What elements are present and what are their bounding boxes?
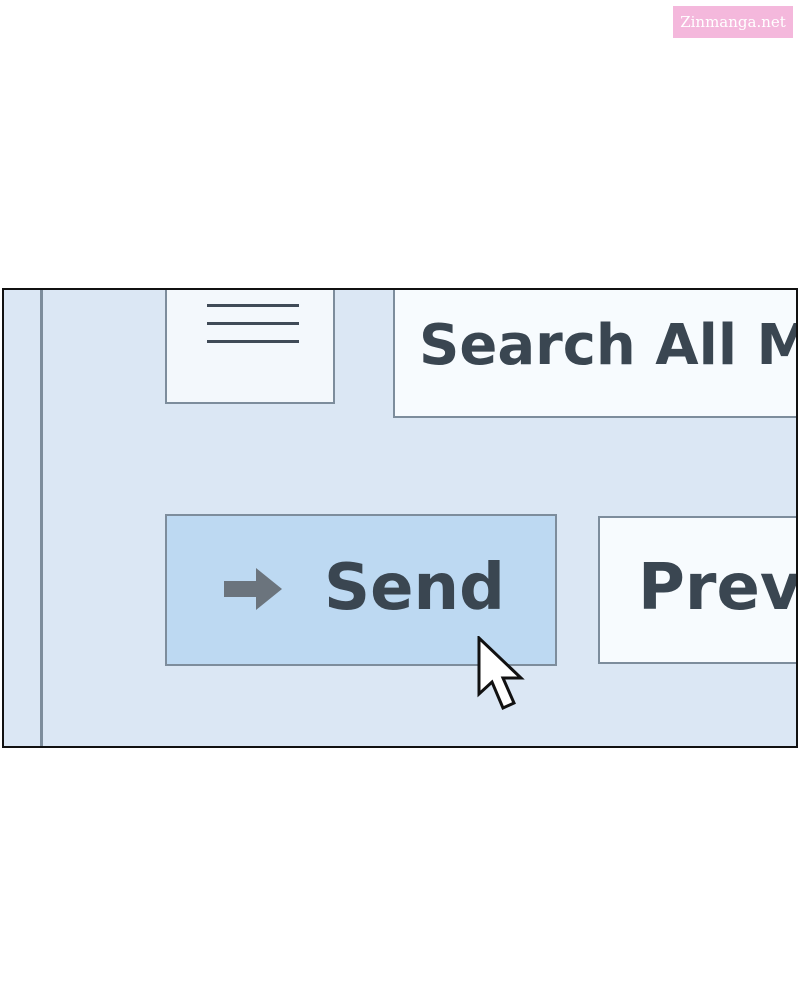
search-all-label: Search All Ma [419,313,796,378]
ui-panel: Search All Ma Send Previ [2,288,798,748]
send-button[interactable]: Send [165,514,557,666]
menu-button[interactable] [165,290,335,404]
preview-button[interactable]: Previ [598,516,798,664]
panel-divider [40,290,43,746]
arrow-right-icon [224,568,282,610]
site-watermark: Zinmanga.net [673,6,793,38]
send-label: Send [324,551,505,625]
preview-label: Previ [638,551,798,625]
search-all-button[interactable]: Search All Ma [393,290,796,418]
mouse-pointer-icon [477,636,525,711]
